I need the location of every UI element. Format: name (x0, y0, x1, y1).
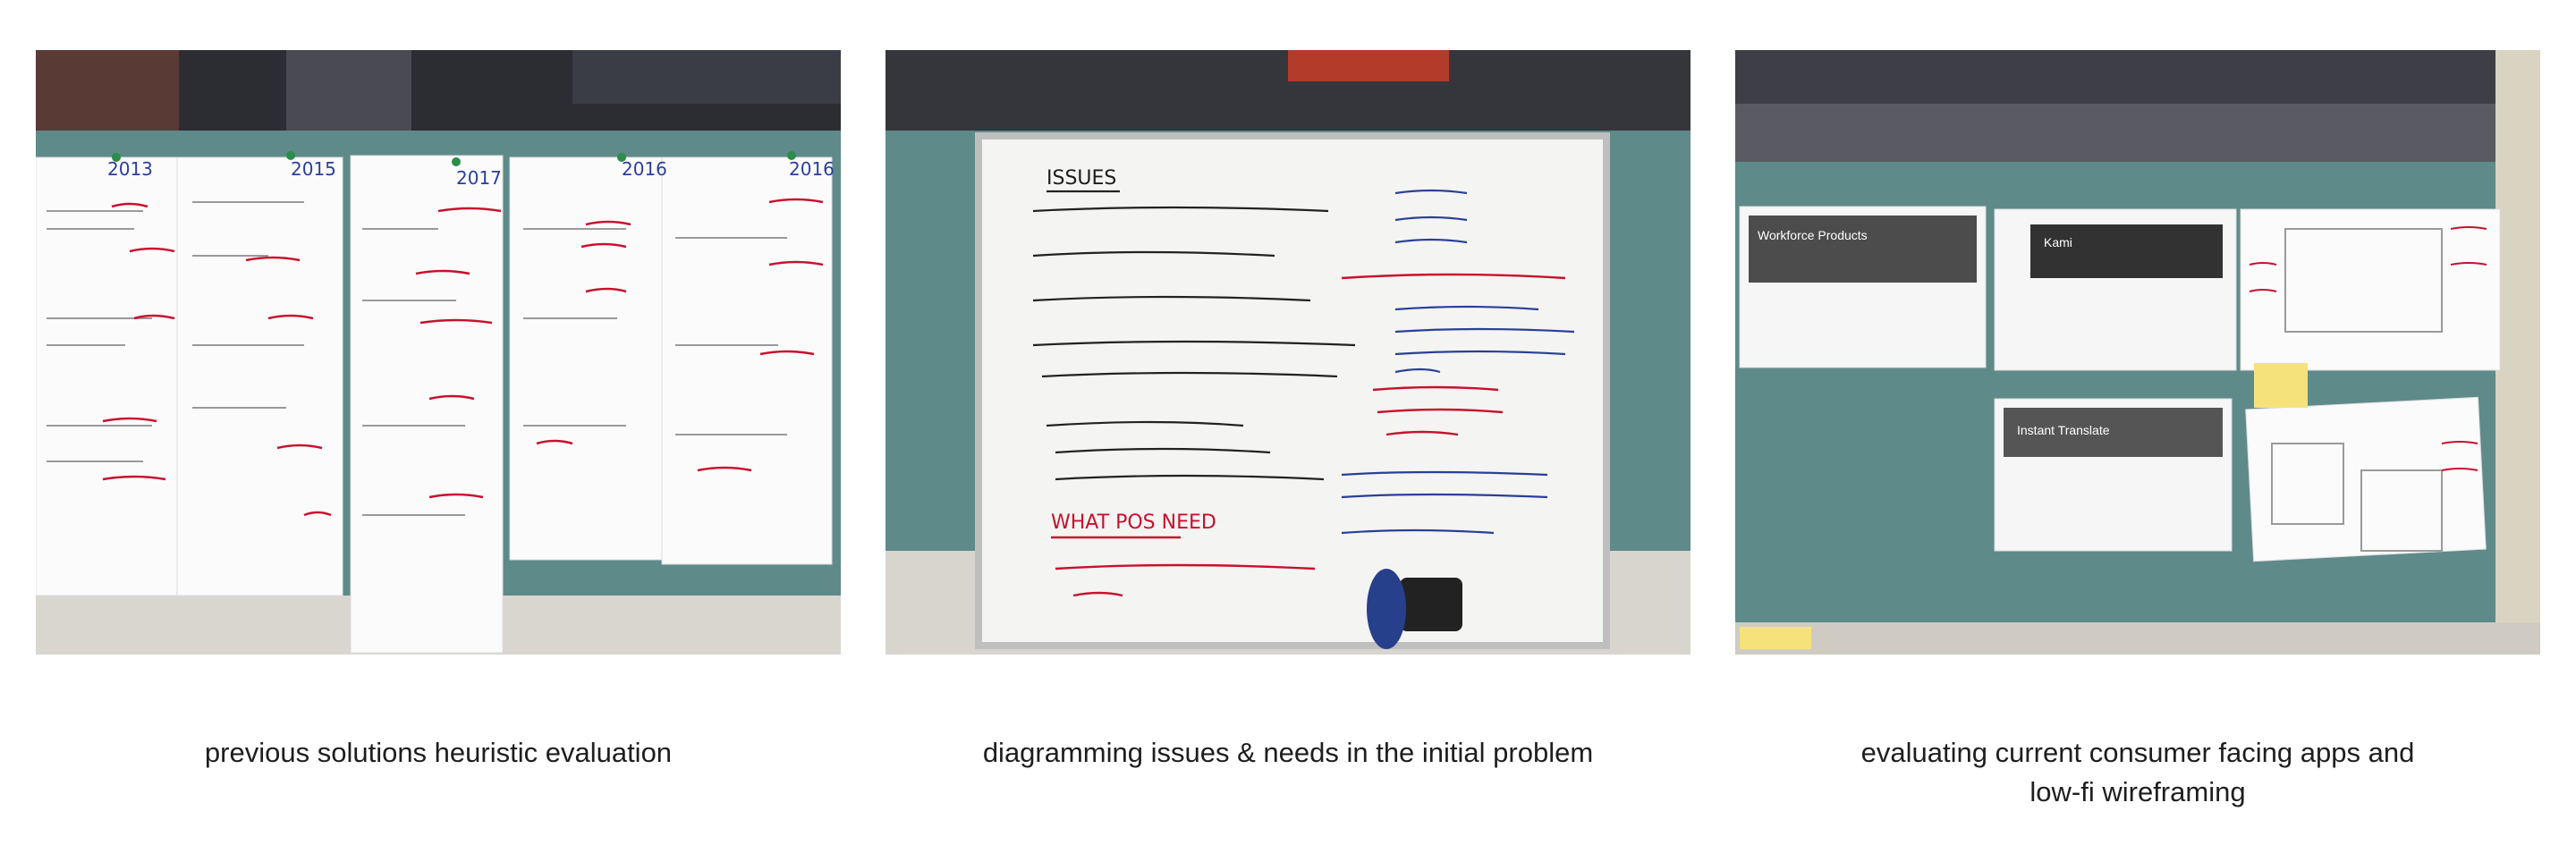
whiteboard-heading: ISSUES (1046, 167, 1116, 190)
year-label: 2015 (291, 158, 336, 180)
photo-whiteboard: ISSUES WHAT POS NEED (886, 50, 1690, 655)
year-label: 2016 (789, 158, 835, 180)
year-label: 2017 (456, 167, 502, 189)
app-title: Workforce Products (1758, 228, 1868, 242)
caption-diagramming-issues: diagramming issues & needs in the initia… (982, 737, 1594, 768)
caption-heuristic-evaluation: previous solutions heuristic evaluation (204, 737, 673, 768)
year-label: 2013 (107, 158, 153, 180)
year-label: 2016 (622, 158, 667, 180)
caption-consumer-apps: evaluating current consumer facing apps … (1735, 733, 2540, 812)
app-title: Kami (2044, 235, 2072, 249)
apps-wireframes-photo-illustration: Workforce Products Kami Instant Translat… (1735, 50, 2540, 655)
photo-apps-wireframes: Workforce Products Kami Instant Translat… (1735, 50, 2540, 655)
caption-line: low-fi wireframing (2029, 776, 2246, 807)
heuristic-evaluation-photo-illustration: 2013 2015 2017 2016 2016 (36, 50, 841, 655)
app-title: Instant Translate (2017, 423, 2110, 437)
caption-line: evaluating current consumer facing apps … (1860, 737, 2415, 768)
photo-heuristic-evaluation: 2013 2015 2017 2016 2016 (36, 50, 841, 655)
needs-heading: WHAT POS NEED (1051, 511, 1216, 534)
whiteboard-photo-illustration: ISSUES WHAT POS NEED (886, 50, 1690, 655)
